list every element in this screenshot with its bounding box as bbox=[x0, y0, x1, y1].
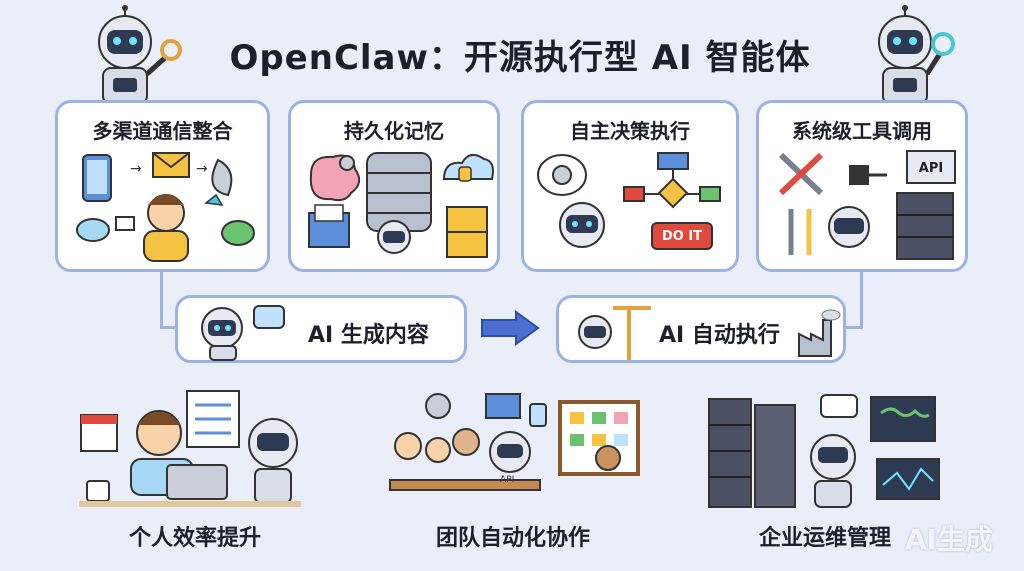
arrow-right-icon bbox=[481, 310, 540, 346]
gear-icon bbox=[425, 393, 451, 419]
chat-bubble-icon bbox=[820, 394, 858, 418]
satellite-dish-icon bbox=[211, 158, 233, 197]
page-title: OpenClaw：开源执行型 AI 智能体 bbox=[229, 38, 811, 78]
coffee-mug-icon bbox=[86, 480, 110, 502]
feature-title: 自主决策执行 bbox=[570, 119, 690, 143]
monitor-icon bbox=[485, 393, 521, 419]
api-window-icon bbox=[906, 150, 956, 184]
factory-icon bbox=[798, 309, 841, 357]
svg-text:→: → bbox=[130, 161, 142, 177]
svg-text:→: → bbox=[196, 161, 208, 177]
multichannel-illustration: → → bbox=[76, 152, 255, 262]
feature-card-decision: 自主决策执行 DO IT bbox=[521, 100, 739, 272]
do-it-button bbox=[651, 222, 713, 250]
ai-generate-box: AI 生成内容 bbox=[175, 295, 467, 363]
screwdriver-icon bbox=[778, 152, 824, 196]
speech-bubble-icon bbox=[253, 305, 285, 329]
feature-card-memory: 持久化记忆 bbox=[288, 100, 500, 272]
laptop-api-text: API bbox=[500, 475, 515, 485]
scenario-label-enterprise: 企业运维管理 bbox=[758, 526, 891, 551]
team-member-icon bbox=[394, 432, 422, 460]
tablet-icon bbox=[529, 403, 547, 427]
gear-icon bbox=[552, 165, 572, 185]
team-member-icon bbox=[425, 437, 451, 463]
connector-left-horizontal bbox=[160, 326, 180, 329]
ai-execute-box: AI 自动执行 bbox=[556, 295, 846, 363]
robot-mascot-right bbox=[878, 5, 955, 105]
flowchart-diamond bbox=[657, 177, 689, 209]
feature-title: 多渠道通信整合 bbox=[92, 119, 233, 143]
do-it-label: DO IT bbox=[661, 229, 703, 244]
decision-illustration bbox=[537, 152, 721, 250]
api-label: API bbox=[918, 161, 944, 176]
server-rack-icon bbox=[896, 192, 954, 260]
scenario-label-team: 团队自动化协作 bbox=[435, 526, 590, 551]
ai-generate-label: AI 生成内容 bbox=[308, 323, 429, 348]
chat-bubble-icon bbox=[76, 218, 110, 242]
memory-illustration bbox=[308, 152, 494, 258]
ai-execute-label: AI 自动执行 bbox=[659, 323, 780, 348]
laptop-icon bbox=[166, 464, 228, 500]
chart-monitor-icon bbox=[876, 458, 940, 500]
tools-illustration bbox=[778, 150, 956, 260]
world-map-monitor-icon bbox=[870, 396, 936, 442]
flowchart-box-top bbox=[657, 152, 689, 170]
team-member-icon bbox=[452, 428, 480, 456]
enterprise-ops-illustration bbox=[708, 394, 940, 508]
server-rack-icon bbox=[708, 398, 752, 508]
server-rack-icon bbox=[754, 404, 796, 508]
connector-right-vertical bbox=[860, 268, 863, 328]
feature-title: 系统级工具调用 bbox=[792, 119, 932, 143]
presenter-icon bbox=[595, 445, 621, 471]
robot-crane-icon bbox=[578, 306, 651, 360]
gear-icon bbox=[339, 155, 355, 171]
robot-writing-icon bbox=[201, 305, 285, 361]
feature-card-multichannel: 多渠道通信整合 → → bbox=[55, 100, 270, 272]
feature-card-tools: 系统级工具调用 API bbox=[756, 100, 968, 272]
plug-icon bbox=[849, 165, 869, 185]
personal-efficiency-illustration bbox=[79, 390, 301, 507]
connector-left-vertical bbox=[160, 268, 163, 328]
feature-title: 持久化记忆 bbox=[344, 119, 444, 143]
team-automation-illustration bbox=[389, 393, 640, 491]
connector-right-horizontal bbox=[845, 326, 863, 329]
watermark: AI生成 bbox=[905, 523, 994, 556]
robot-mascot-left bbox=[98, 5, 182, 105]
scenario-label-personal: 个人效率提升 bbox=[128, 526, 261, 551]
